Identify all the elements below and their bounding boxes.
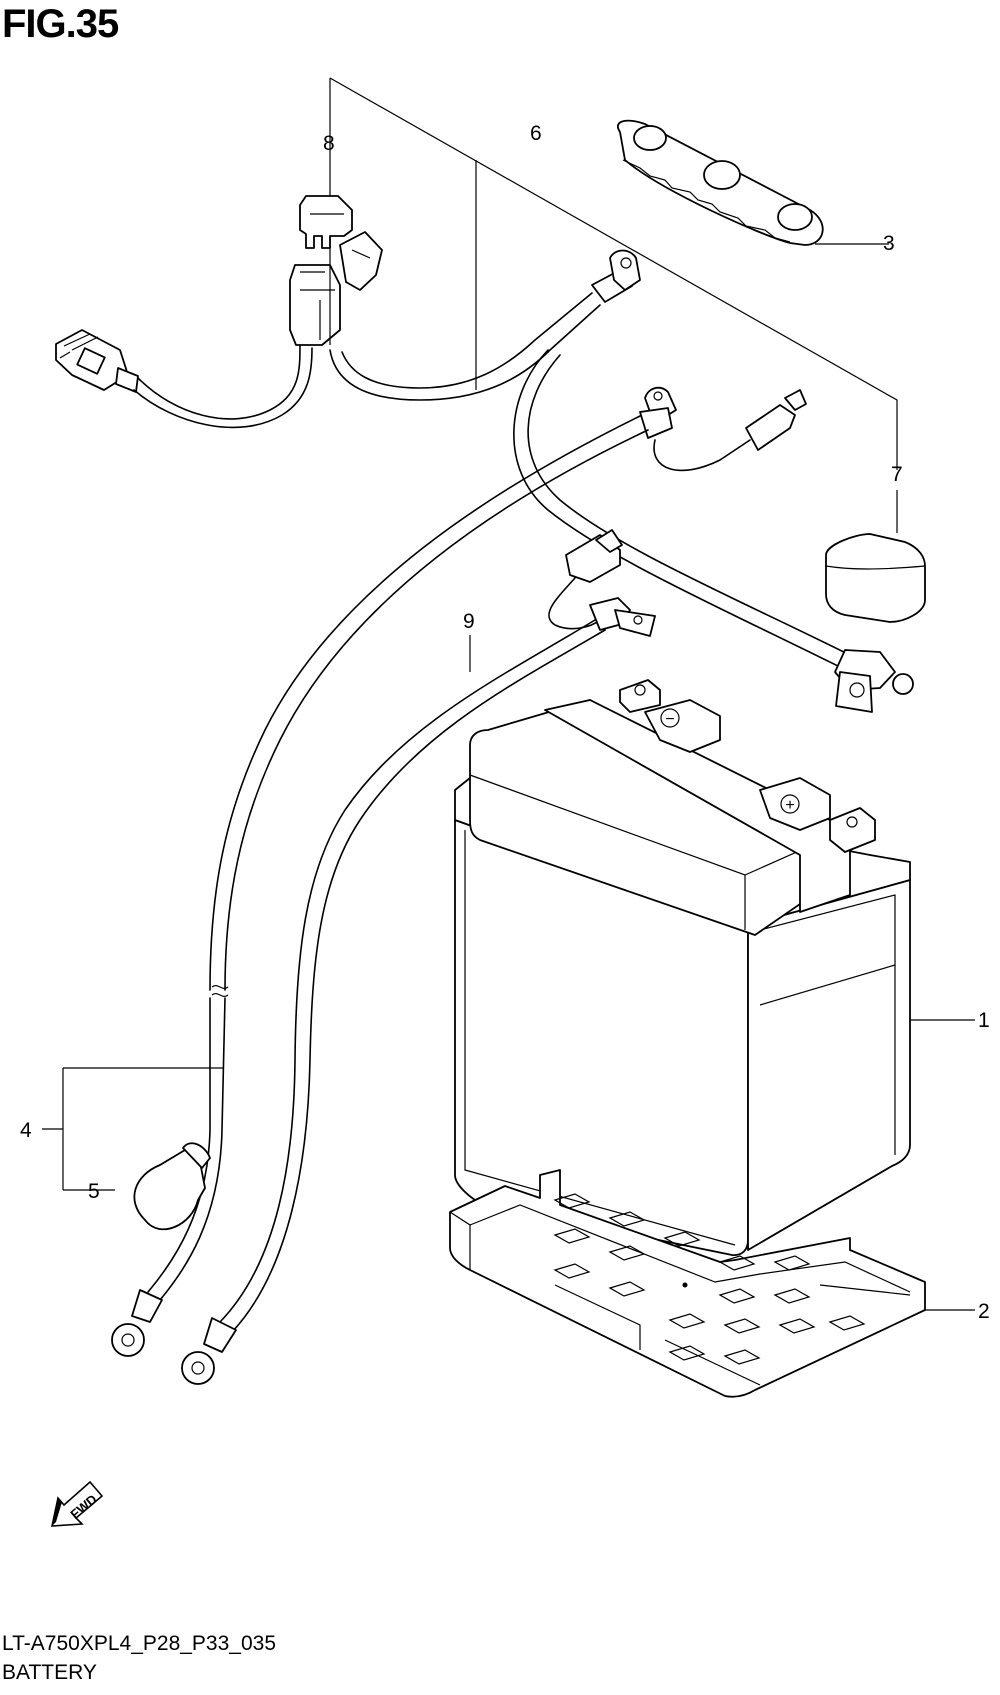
harness-coupler	[55, 329, 139, 393]
callout-8: 8	[323, 132, 335, 155]
figure-code: LT-A750XPL4_P28_P33_035	[2, 1632, 277, 1655]
callout-9: 9	[463, 610, 475, 633]
fwd-arrow-icon: FWD	[50, 1480, 104, 1527]
minus-symbol: −	[665, 711, 674, 728]
battery: − +	[454, 679, 975, 1256]
wiring-harness	[55, 77, 914, 713]
callout-1: 1	[978, 1009, 990, 1032]
figure-title: FIG.35	[2, 2, 119, 46]
fuse	[299, 195, 353, 249]
callout-2: 2	[978, 1300, 990, 1323]
callout-3: 3	[883, 232, 895, 255]
callout-5: 5	[88, 1180, 100, 1203]
battery-tray	[449, 1169, 975, 1398]
callout-7: 7	[891, 463, 903, 486]
callout-numbers: 1 2 3 4 5 6 7 8 9	[20, 122, 990, 1323]
relay-cover	[825, 490, 926, 623]
callout-6: 6	[530, 122, 542, 145]
positive-lead	[181, 529, 656, 1385]
fuse-holder	[289, 231, 383, 346]
terminal-cover	[617, 119, 889, 246]
ground-lead	[42, 386, 807, 1357]
terminal-cap	[133, 1142, 211, 1231]
callout-4: 4	[20, 1119, 32, 1142]
figure-name: BATTERY	[2, 1661, 97, 1684]
plus-symbol: +	[785, 797, 794, 814]
